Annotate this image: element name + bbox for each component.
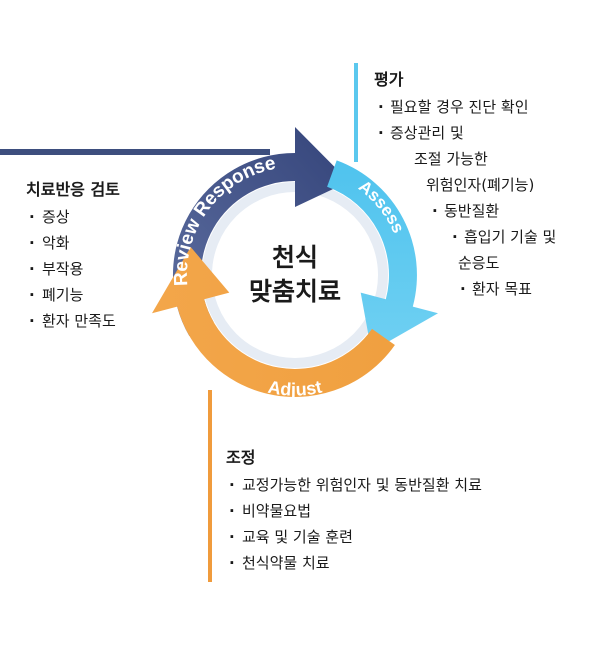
assess-line-3: 위험인자(폐기능) [426, 176, 535, 194]
assess-section: 평가 ·필요할 경우 진단 확인 ·증상관리 및 조절 가능한 위험인자(폐기능… [374, 66, 594, 302]
adjust-item: 교육 및 기술 훈련 [226, 524, 586, 550]
assess-heading: 평가 [374, 70, 404, 89]
review-list: 증상 악화 부작용 폐기능 환자 만족도 [26, 204, 196, 334]
adjust-item: 교정가능한 위험인자 및 동반질환 치료 [226, 472, 586, 498]
review-response-arrow [172, 127, 349, 336]
assess-line-1-row: ·증상관리 및 [378, 124, 464, 142]
assess-line-7-row: ·환자 목표 [460, 280, 532, 298]
assess-line-5: 흡입기 기술 및 [464, 228, 557, 246]
assess-line-4-row: ·동반질환 [432, 202, 500, 220]
adjust-section: 조정 교정가능한 위험인자 및 동반질환 치료 비약물요법 교육 및 기술 훈련… [226, 444, 586, 576]
adjust-item: 천식약물 치료 [226, 550, 586, 576]
center-title-line2: 맞춤치료 [248, 277, 341, 306]
assess-line-2: 조절 가능한 [414, 150, 488, 168]
adjust-label: Adjust [266, 377, 323, 400]
review-section: 치료반응 검토 증상 악화 부작용 폐기능 환자 만족도 [26, 176, 196, 334]
adjust-item: 비약물요법 [226, 498, 586, 524]
assess-line-1: 증상관리 및 [390, 124, 464, 142]
adjust-heading: 조정 [226, 448, 256, 467]
review-heading: 치료반응 검토 [26, 180, 120, 199]
assess-line-6: 순응도 [458, 254, 500, 272]
adjust-list: 교정가능한 위험인자 및 동반질환 치료 비약물요법 교육 및 기술 훈련 천식… [226, 472, 586, 576]
center-title-line1: 천식 [271, 243, 318, 272]
review-item: 폐기능 [26, 282, 196, 308]
center-title: 천식 맞춤치료 [220, 241, 370, 309]
assess-line-0-row: ·필요할 경우 진단 확인 [378, 98, 529, 116]
review-item: 악화 [26, 230, 196, 256]
assess-line-7: 환자 목표 [472, 280, 532, 298]
review-item: 증상 [26, 204, 196, 230]
assess-line-5-row: ·흡입기 기술 및 [452, 228, 557, 246]
review-item: 환자 만족도 [26, 308, 196, 334]
adjust-arrow [152, 247, 395, 397]
assess-line-0: 필요할 경우 진단 확인 [390, 98, 529, 116]
assess-arrow [327, 160, 438, 352]
assess-line-4: 동반질환 [444, 202, 500, 220]
review-item: 부작용 [26, 256, 196, 282]
